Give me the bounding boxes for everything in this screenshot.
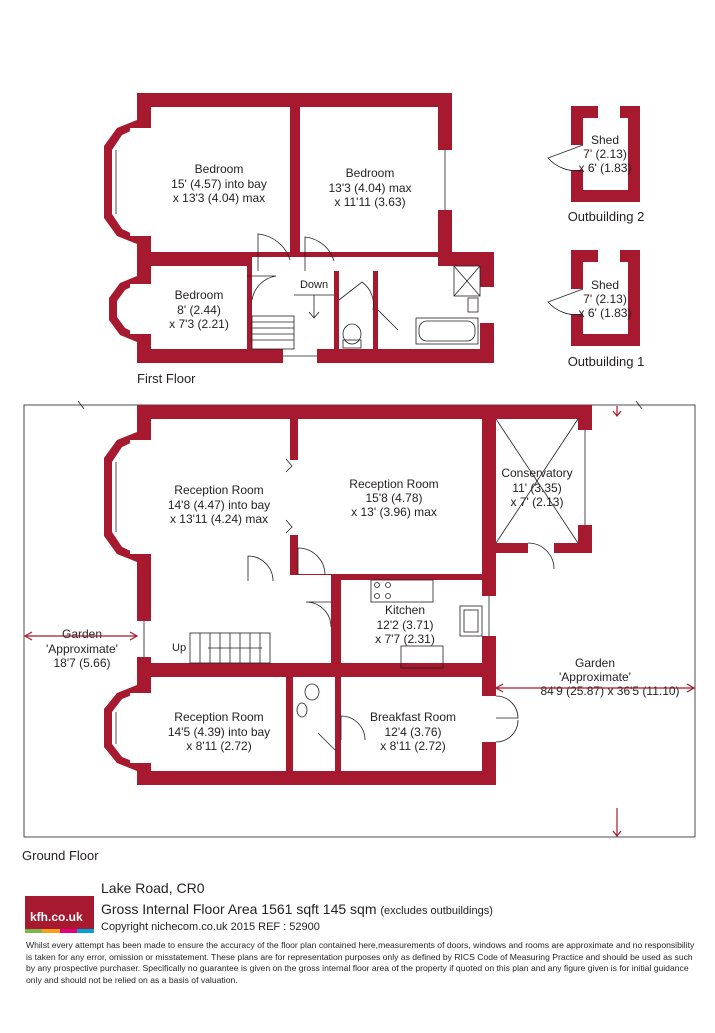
bedroom-2-dim1: 13'3 (4.04) max [329,181,412,195]
stairs-down-label: Down [300,279,328,291]
shed-1-dim1: 7' (2.13) [583,292,627,306]
ground-floor-caption: Ground Floor [22,848,99,863]
reception-2-dim2: x 13' (3.96) max [351,505,437,519]
outbuilding-2-caption: Outbuilding 2 [568,209,645,224]
bedroom-3-dim1: 8' (2.44) [177,303,221,317]
garden-rear-dim2: 84'9 (25.87) x 36'5 (11.10) [540,684,679,698]
logo-text: kfh.co.uk [30,910,83,924]
outbuilding-1-plan: Shed 7' (2.13) x 6' (1.83) Outbuilding 1 [547,250,645,369]
floor-area: Gross Internal Floor Area 1561 sqft 145 … [101,901,493,917]
stairs-ground-floor [189,632,271,664]
ground-floor-plan: Reception Room 14'8 (4.47) into bay x 13… [22,400,696,863]
garden-front-name: Garden [62,627,102,641]
conservatory-name: Conservatory [501,466,572,480]
reception-2-dim1: 15'8 (4.78) [366,491,423,505]
stairs-first-floor [251,294,334,350]
reception-2-name: Reception Room [349,477,438,491]
bedroom-2-name: Bedroom [346,166,395,180]
first-floor-plan: Bedroom 15' (4.57) into bay x 13'3 (4.04… [104,93,494,386]
bedroom-3-name: Bedroom [175,288,224,302]
reception-1-dim2: x 13'11 (4.24) max [170,512,268,526]
kfh-logo: kfh.co.uk [25,896,94,929]
outbuilding-1-caption: Outbuilding 1 [568,354,645,369]
bedroom-1-dim1: 15' (4.57) into bay [171,177,267,191]
reception-3-dim2: x 8'11 (2.72) [186,739,251,753]
conservatory-dim1: 11' (3.35) [512,481,561,495]
copyright: Copyright nichecom.co.uk 2015 REF : 5290… [101,921,320,933]
garden-front-dim1: 'Approximate' [46,642,118,656]
reception-1-dim1: 14'8 (4.47) into bay [168,498,270,512]
bedroom-2-dim2: x 11'11 (3.63) [334,195,405,209]
floor-area-text: Gross Internal Floor Area 1561 sqft 145 … [101,901,377,917]
bedroom-3-dim2: x 7'3 (2.21) [169,317,229,331]
garden-front-dim2: 18'7 (5.66) [54,656,111,670]
shed-2-name: Shed [591,133,619,147]
shed-1-dim2: x 6' (1.83) [579,306,632,320]
kitchen-dim2: x 7'7 (2.31) [375,632,435,646]
shed-1-name: Shed [591,278,619,292]
logo-bar-blue [76,929,94,933]
kitchen-name: Kitchen [385,603,425,617]
first-floor-caption: First Floor [137,371,196,386]
garden-rear-dim1: 'Approximate' [559,670,631,684]
disclaimer: Whilst every attempt has been made to en… [26,940,695,985]
kitchen-dim1: 12'2 (3.71) [377,618,434,632]
breakfast-room-name: Breakfast Room [370,710,456,724]
logo-bar-pink [59,929,77,933]
garden-rear-name: Garden [575,656,615,670]
breakfast-room-dim1: 12'4 (3.76) [385,725,442,739]
logo-color-bars [25,929,94,933]
reception-3-name: Reception Room [174,710,263,724]
shed-2-dim1: 7' (2.13) [583,147,627,161]
logo-bar-green [25,929,43,933]
shed-2-dim2: x 6' (1.83) [579,161,632,175]
property-address: Lake Road, CR0 [101,880,205,896]
bedroom-1-name: Bedroom [195,162,244,176]
reception-3-dim1: 14'5 (4.39) into bay [168,725,270,739]
stairs-up-label: Up [172,642,186,654]
reception-1-name: Reception Room [174,483,263,497]
breakfast-room-dim2: x 8'11 (2.72) [380,739,445,753]
conservatory-dim2: x 7' (2.13) [511,495,564,509]
logo-bar-orange [42,929,60,933]
floor-area-note: (excludes outbuildings) [380,905,493,917]
bedroom-1-dim2: x 13'3 (4.04) max [173,191,265,205]
outbuilding-2-plan: Shed 7' (2.13) x 6' (1.83) Outbuilding 2 [547,106,645,224]
